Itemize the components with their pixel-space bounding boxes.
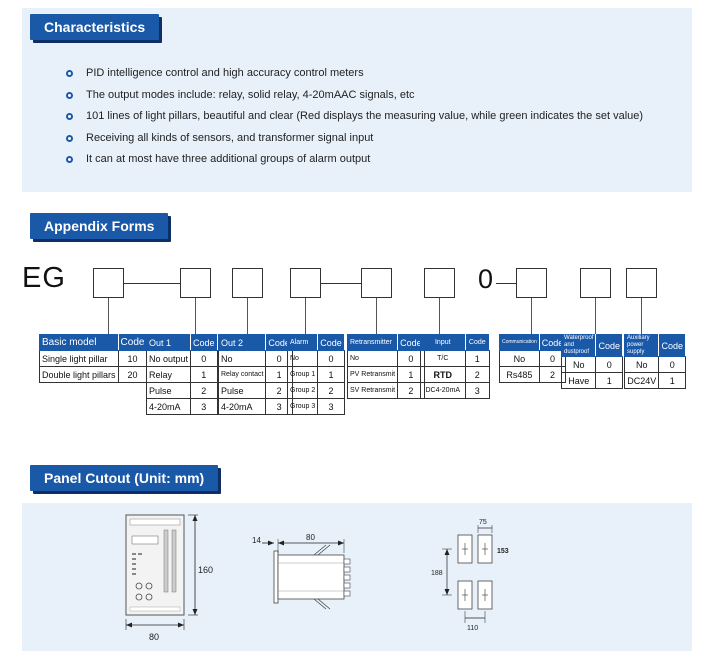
connector-line bbox=[595, 298, 596, 334]
fixed-digit: 0 bbox=[478, 264, 494, 294]
dash-line bbox=[496, 283, 516, 284]
characteristic-item: PID intelligence control and high accura… bbox=[66, 63, 643, 85]
side-view-drawing bbox=[262, 539, 351, 610]
cutout-height-label: 153 bbox=[497, 548, 509, 555]
cutout-width-label: 75 bbox=[479, 519, 487, 526]
characteristics-title: Characteristics bbox=[30, 14, 160, 40]
side-depth-label: 80 bbox=[306, 533, 315, 542]
front-width-label: 80 bbox=[149, 632, 159, 642]
bullet-icon bbox=[66, 156, 73, 163]
model-prefix: EG bbox=[22, 262, 66, 294]
characteristic-item: It can at most have three additional gro… bbox=[66, 149, 643, 171]
cutout-pitch-h-label: 110 bbox=[467, 625, 478, 632]
code-box-out2 bbox=[232, 268, 263, 298]
characteristic-item: Receiving all kinds of sensors, and tran… bbox=[66, 128, 643, 150]
cutout-pitch-v-label: 188 bbox=[431, 570, 443, 577]
connector-line bbox=[108, 298, 109, 334]
connector-line bbox=[305, 298, 306, 334]
bullet-icon bbox=[66, 70, 73, 77]
connector-line bbox=[531, 298, 532, 334]
code-box-basic-model bbox=[93, 268, 124, 298]
cutout-pattern-drawing bbox=[442, 525, 493, 623]
connector-line bbox=[376, 298, 377, 334]
connector-line bbox=[195, 298, 196, 334]
dash-line bbox=[124, 283, 180, 284]
code-box-retransmitter bbox=[361, 268, 392, 298]
code-box-communication bbox=[516, 268, 547, 298]
dash-line bbox=[321, 283, 361, 284]
code-box-aux-power bbox=[626, 268, 657, 298]
characteristics-list: PID intelligence control and high accura… bbox=[66, 63, 643, 171]
bullet-icon bbox=[66, 134, 73, 142]
connector-line bbox=[247, 298, 248, 334]
front-height-label: 160 bbox=[198, 565, 213, 575]
code-box-alarm bbox=[290, 268, 321, 298]
bullet-icon bbox=[66, 113, 73, 120]
panel-drawings: 160 80 80 14 bbox=[125, 514, 509, 642]
code-box-out1 bbox=[180, 268, 211, 298]
code-box-waterproof bbox=[580, 268, 611, 298]
characteristic-item: 101 lines of light pillars, beautiful an… bbox=[66, 106, 643, 128]
panel-cutout-title: Panel Cutout (Unit: mm) bbox=[30, 465, 219, 491]
appendix-title: Appendix Forms bbox=[30, 213, 169, 239]
connector-line bbox=[641, 298, 642, 334]
characteristic-item: The output modes include: relay, solid r… bbox=[66, 85, 643, 107]
bullet-icon bbox=[66, 91, 73, 99]
front-view-drawing bbox=[125, 514, 198, 630]
code-box-input bbox=[424, 268, 455, 298]
connector-line bbox=[439, 298, 440, 334]
side-bezel-label: 14 bbox=[252, 536, 261, 545]
